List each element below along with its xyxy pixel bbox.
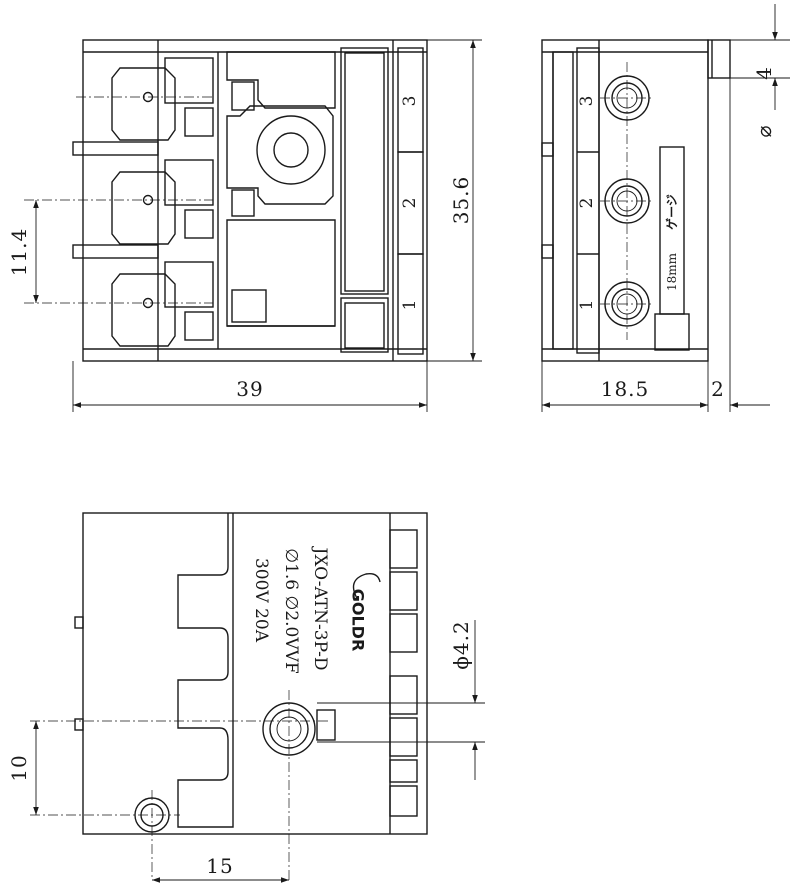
side-view: 3 2 1 18mm ゲージ 4 ⌀ 18.5 2 [541, 4, 790, 412]
terminal-label-2: 2 [400, 198, 420, 209]
terminal-fin [72, 141, 159, 156]
terminal-label-3: 3 [400, 96, 420, 107]
dim-offset: 2 [711, 377, 725, 401]
terminal-tab-1 [111, 261, 214, 347]
dim-hole-diameter: ϕ4.2 [449, 620, 473, 669]
terminal-tab-3 [111, 57, 214, 141]
top-outline [82, 512, 428, 835]
center-body [226, 51, 336, 327]
wire-size-label: ∅1.6 ∅2.0VVF [281, 548, 301, 674]
window-column [340, 47, 389, 353]
dim-pitch: 11.4 [7, 228, 31, 277]
terminal-tab-2 [111, 159, 214, 245]
brand-logo: GOLDR [349, 589, 368, 652]
front-outline [82, 39, 428, 362]
terminal-fin [72, 244, 159, 259]
model-label: JXO-ATN-3P-D [310, 546, 330, 671]
dim-height: 35.6 [449, 176, 473, 225]
rating-label: 300V 20A [251, 558, 271, 643]
dim-width: 39 [236, 377, 263, 401]
dim-vertical-spacing: 10 [7, 754, 31, 781]
inner-profile [177, 513, 234, 828]
side-terminal-label-2: 2 [577, 198, 597, 209]
side-terminal-label-3: 3 [577, 96, 597, 107]
top-pin [707, 39, 731, 79]
dim-depth: 18.5 [601, 377, 650, 401]
top-view: GOLDR JXO-ATN-3P-D ∅1.6 ∅2.0VVF 300V 20A… [7, 512, 485, 883]
gauge-length-label: 18mm [665, 252, 679, 291]
terminal-label-1: 1 [400, 300, 420, 311]
gauge-mark-label: ゲージ [664, 194, 679, 230]
terminal-number-column [397, 47, 424, 355]
side-terminal-label-1: 1 [577, 300, 597, 311]
center-boss [256, 115, 326, 185]
dim-horizontal-spacing: 15 [206, 854, 233, 878]
dim-pin: 4 [752, 66, 776, 80]
front-view: 3 2 1 11.4 35.6 39 [7, 39, 482, 412]
side-outline [541, 39, 709, 362]
logo-swoosh [352, 572, 381, 601]
dim-diameter-symbol: ⌀ [752, 124, 776, 137]
